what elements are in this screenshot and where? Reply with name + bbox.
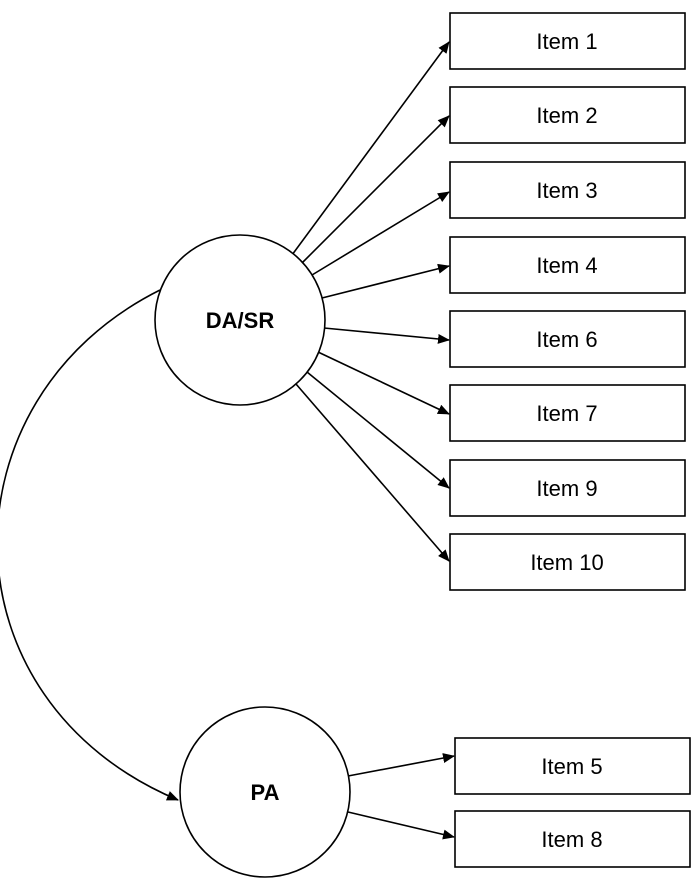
loading-arrow-item-10 bbox=[295, 383, 450, 562]
item-box: Item 8 bbox=[454, 810, 691, 868]
item-label: Item 5 bbox=[541, 754, 602, 779]
item-box: Item 10 bbox=[449, 533, 686, 591]
item-box: Item 7 bbox=[449, 384, 686, 442]
item-box-rect bbox=[449, 12, 686, 70]
item-box: Item 9 bbox=[449, 459, 686, 517]
covariance-arrow bbox=[0, 280, 179, 801]
loading-arrow-item-3 bbox=[311, 191, 450, 276]
item-box: Item 3 bbox=[449, 161, 686, 219]
item-box-rect bbox=[454, 810, 691, 868]
item-label: Item 7 bbox=[536, 401, 597, 426]
loading-arrow-item-9 bbox=[306, 371, 450, 489]
item-label: Item 3 bbox=[536, 178, 597, 203]
item-box: Item 4 bbox=[449, 236, 686, 294]
item-label: Item 8 bbox=[541, 827, 602, 852]
loading-arrow-item-7 bbox=[317, 351, 450, 415]
pa-items: Item 5 Item 8 bbox=[454, 737, 691, 868]
loading-arrow-item-8 bbox=[347, 811, 455, 840]
factor-dasr-circle bbox=[154, 234, 326, 406]
item-box: Item 1 bbox=[449, 12, 686, 70]
item-label: Item 6 bbox=[536, 327, 597, 352]
loading-arrow-item-2 bbox=[299, 115, 450, 266]
item-box-rect bbox=[449, 310, 686, 368]
item-box-rect bbox=[449, 86, 686, 144]
factor-dasr-label: DA/SR bbox=[206, 308, 275, 333]
item-box: Item 2 bbox=[449, 86, 686, 144]
item-label: Item 4 bbox=[536, 253, 597, 278]
loading-arrow-item-6 bbox=[323, 327, 450, 344]
factor-pa: PA bbox=[179, 706, 351, 878]
dasr-loadings bbox=[291, 41, 450, 562]
loading-arrow-item-4 bbox=[321, 263, 450, 299]
item-box-rect bbox=[454, 737, 691, 795]
factor-pa-circle bbox=[179, 706, 351, 878]
dasr-items: Item 1 Item 2 Item 3 Item 4 Item 6 Item … bbox=[449, 12, 686, 591]
item-box-rect bbox=[449, 459, 686, 517]
loading-arrow-item-1 bbox=[291, 41, 450, 256]
item-label: Item 1 bbox=[536, 29, 597, 54]
factor-pa-label: PA bbox=[251, 780, 280, 805]
item-box-rect bbox=[449, 384, 686, 442]
item-label: Item 10 bbox=[530, 550, 603, 575]
item-box-rect bbox=[449, 236, 686, 294]
loading-arrow-item-5 bbox=[347, 753, 455, 777]
item-box: Item 6 bbox=[449, 310, 686, 368]
item-box: Item 5 bbox=[454, 737, 691, 795]
item-label: Item 9 bbox=[536, 476, 597, 501]
item-box-rect bbox=[449, 533, 686, 591]
pa-loadings bbox=[347, 753, 455, 840]
factor-dasr: DA/SR bbox=[154, 234, 326, 406]
item-box-rect bbox=[449, 161, 686, 219]
item-label: Item 2 bbox=[536, 103, 597, 128]
